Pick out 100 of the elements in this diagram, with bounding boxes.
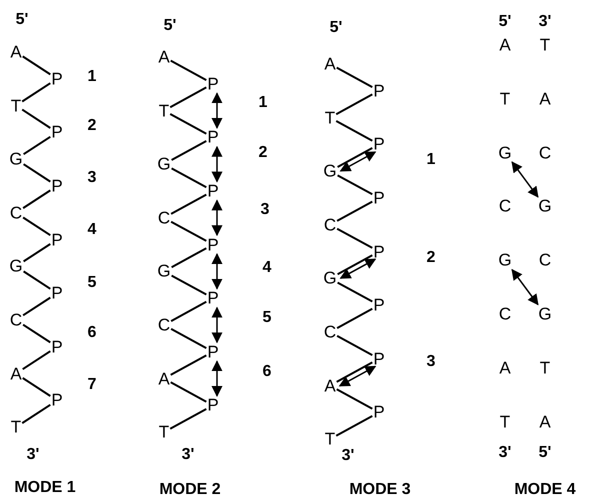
nucleotide-letter: A — [9, 364, 23, 384]
step-number: 3 — [86, 169, 98, 187]
nucleotide-letter: C — [538, 143, 552, 162]
backbone-line — [170, 381, 207, 403]
phosphate-letter: P — [50, 122, 64, 142]
strand-end-label: 3' — [180, 446, 196, 464]
backbone-line — [22, 190, 51, 209]
nucleotide-letter: C — [322, 215, 338, 234]
nucleotide-letter: A — [323, 376, 337, 396]
nucleotide-letter: C — [498, 196, 512, 216]
step-number: 6 — [86, 324, 98, 342]
backbone-line — [22, 82, 51, 102]
backbone-line — [22, 108, 51, 129]
backbone-line — [337, 254, 373, 276]
backbone-line — [22, 324, 51, 344]
backbone-line — [171, 140, 207, 161]
backbone-line — [22, 296, 51, 316]
nucleotide-letter: T — [158, 101, 170, 120]
backbone-line — [171, 274, 207, 296]
phosphate-letter: P — [372, 402, 386, 422]
strand-end-label: 5' — [538, 444, 552, 462]
double-arrow — [212, 146, 222, 183]
strand-end-label: 3' — [538, 13, 552, 31]
backbone-line — [22, 377, 51, 397]
nucleotide-letter: C — [498, 304, 512, 324]
backbone-line — [22, 216, 51, 236]
strand-end-label: 3' — [340, 447, 356, 465]
phosphate-letter: P — [372, 134, 386, 154]
phosphate-letter: P — [206, 74, 220, 94]
strand-end-label: 3' — [26, 446, 40, 464]
phosphate-letter: P — [372, 242, 386, 262]
backbone-line — [337, 147, 373, 168]
backbone-line — [23, 136, 51, 156]
backbone-line — [336, 415, 373, 437]
phosphate-letter: P — [50, 284, 64, 303]
backbone-line — [336, 335, 373, 356]
phosphate-letter: P — [206, 288, 220, 308]
nucleotide-letter: T — [158, 422, 170, 442]
strand-end-label: 5' — [14, 11, 30, 29]
step-number: 5 — [262, 309, 272, 327]
nucleotide-letter: C — [8, 310, 24, 330]
step-number: 6 — [262, 363, 272, 381]
nucleotide-letter: C — [322, 322, 338, 342]
nucleotide-letter: C — [156, 316, 172, 334]
backbone-line — [170, 113, 207, 135]
double-arrow — [338, 366, 376, 387]
phosphate-letter: P — [372, 296, 386, 315]
nucleotide-letter: T — [10, 418, 22, 437]
double-arrow — [212, 360, 222, 397]
nucleotide-letter: T — [324, 108, 336, 128]
step-number: 5 — [86, 274, 98, 292]
backbone-line — [170, 354, 207, 376]
double-arrow — [212, 253, 222, 290]
phosphate-letter: P — [50, 69, 64, 88]
nucleotide-letter: G — [537, 304, 553, 324]
step-number: 1 — [426, 151, 436, 169]
phosphate-letter: P — [372, 81, 386, 100]
backbone-line — [170, 300, 207, 322]
nucleotide-letter: G — [156, 154, 172, 174]
nucleotide-letter: A — [323, 54, 337, 74]
step-number: 1 — [86, 68, 98, 86]
backbone-line — [170, 220, 207, 242]
nucleotide-letter: G — [322, 268, 338, 288]
double-arrow — [340, 258, 376, 279]
nucleotide-letter: A — [498, 36, 512, 54]
nucleotide-letter: A — [538, 412, 552, 432]
nucleotide-letter: G — [537, 196, 553, 216]
phosphate-letter: P — [206, 396, 220, 415]
phosphate-letter: P — [50, 230, 64, 250]
phosphate-letter: P — [50, 390, 64, 410]
mode-caption: MODE 4 — [513, 481, 577, 499]
backbone-line — [336, 200, 373, 222]
backbone-line — [170, 328, 207, 349]
backbone-line — [336, 94, 373, 116]
nucleotide-letter: G — [497, 143, 513, 162]
phosphate-letter: P — [50, 176, 64, 196]
strand-end-label: 3' — [498, 444, 512, 462]
phosphate-letter: P — [206, 342, 220, 362]
phosphate-letter: P — [372, 188, 386, 208]
backbone-line — [337, 174, 373, 196]
backbone-line — [22, 404, 51, 424]
nucleotide-letter: C — [156, 208, 172, 228]
nucleotide-letter: T — [498, 412, 512, 432]
backbone-line — [336, 66, 373, 88]
strand-end-label: 5' — [498, 13, 512, 31]
step-number: 1 — [258, 94, 268, 112]
phosphate-letter: P — [372, 349, 386, 368]
nucleotide-letter: T — [10, 96, 22, 116]
step-number: 4 — [262, 259, 272, 277]
double-arrow — [511, 161, 539, 198]
backbone-line — [170, 194, 207, 215]
backbone-line — [170, 408, 207, 430]
phosphate-letter: P — [206, 235, 220, 254]
nucleotide-letter: G — [8, 256, 24, 276]
phosphate-letter: P — [50, 337, 64, 356]
step-number: 3 — [426, 353, 436, 371]
double-arrow — [212, 306, 222, 344]
phosphate-letter: P — [206, 128, 220, 147]
step-number: 2 — [86, 117, 98, 135]
backbone-line — [23, 243, 51, 262]
